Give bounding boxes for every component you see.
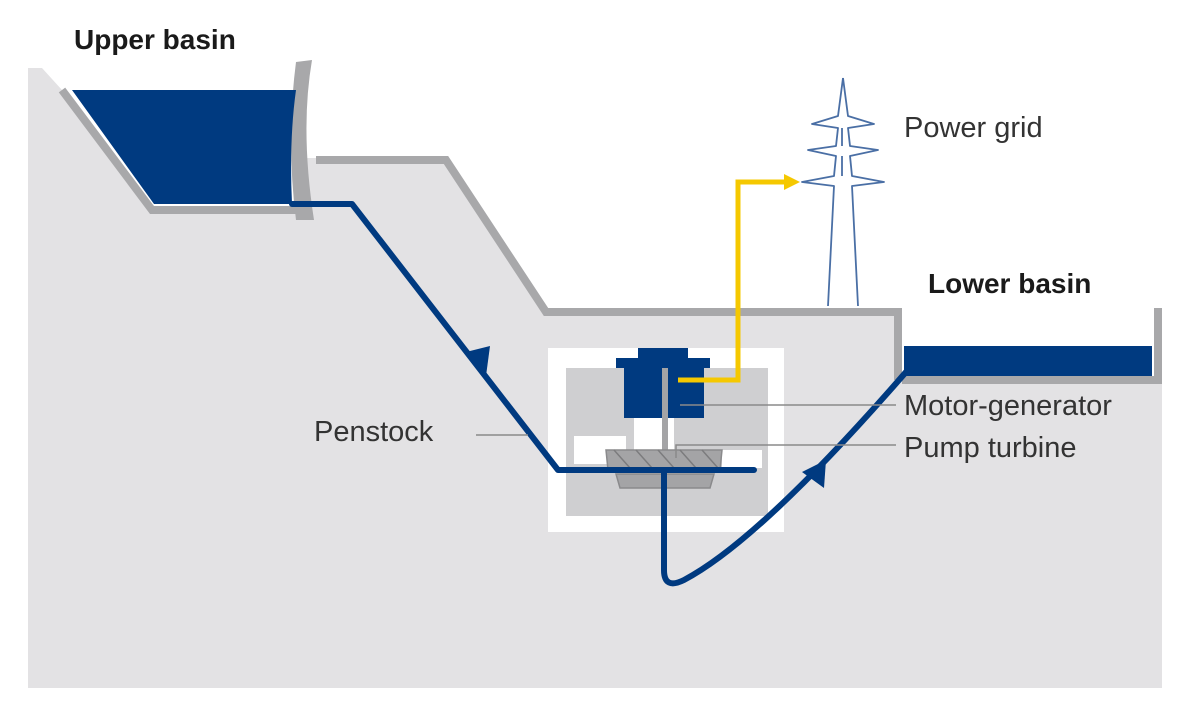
- lower-basin-label: Lower basin: [928, 268, 1092, 299]
- electric-line: [678, 179, 786, 383]
- turbine-shaft: [662, 368, 668, 450]
- upper-dam-wall: [291, 60, 314, 220]
- penstock-pipe: [289, 201, 757, 473]
- motor-generator-label: Motor-generator: [904, 390, 1112, 422]
- lower-basin-outline: [902, 308, 1162, 384]
- electric-flow-arrow: [784, 174, 800, 190]
- turbine-blades: [613, 449, 719, 469]
- tailrace-flow-arrow: [802, 460, 826, 488]
- penstock-label: Penstock: [314, 416, 434, 448]
- ridge-outline: [316, 156, 902, 380]
- power-grid-label: Power grid: [904, 112, 1043, 144]
- upper-basin-water: [72, 90, 296, 204]
- pump-turbine-leader-line: [675, 444, 896, 458]
- terrain-outline: [58, 87, 302, 214]
- upper-basin-label: Upper basin: [74, 24, 236, 55]
- powerhouse-cavity-right: [722, 450, 762, 468]
- tailrace-pipe: [661, 369, 909, 587]
- power-grid-pylon-icon: [801, 77, 885, 307]
- lower-basin-water: [904, 346, 1152, 376]
- penstock-flow-arrow: [466, 346, 490, 376]
- pump-turbine-label: Pump turbine: [904, 432, 1077, 464]
